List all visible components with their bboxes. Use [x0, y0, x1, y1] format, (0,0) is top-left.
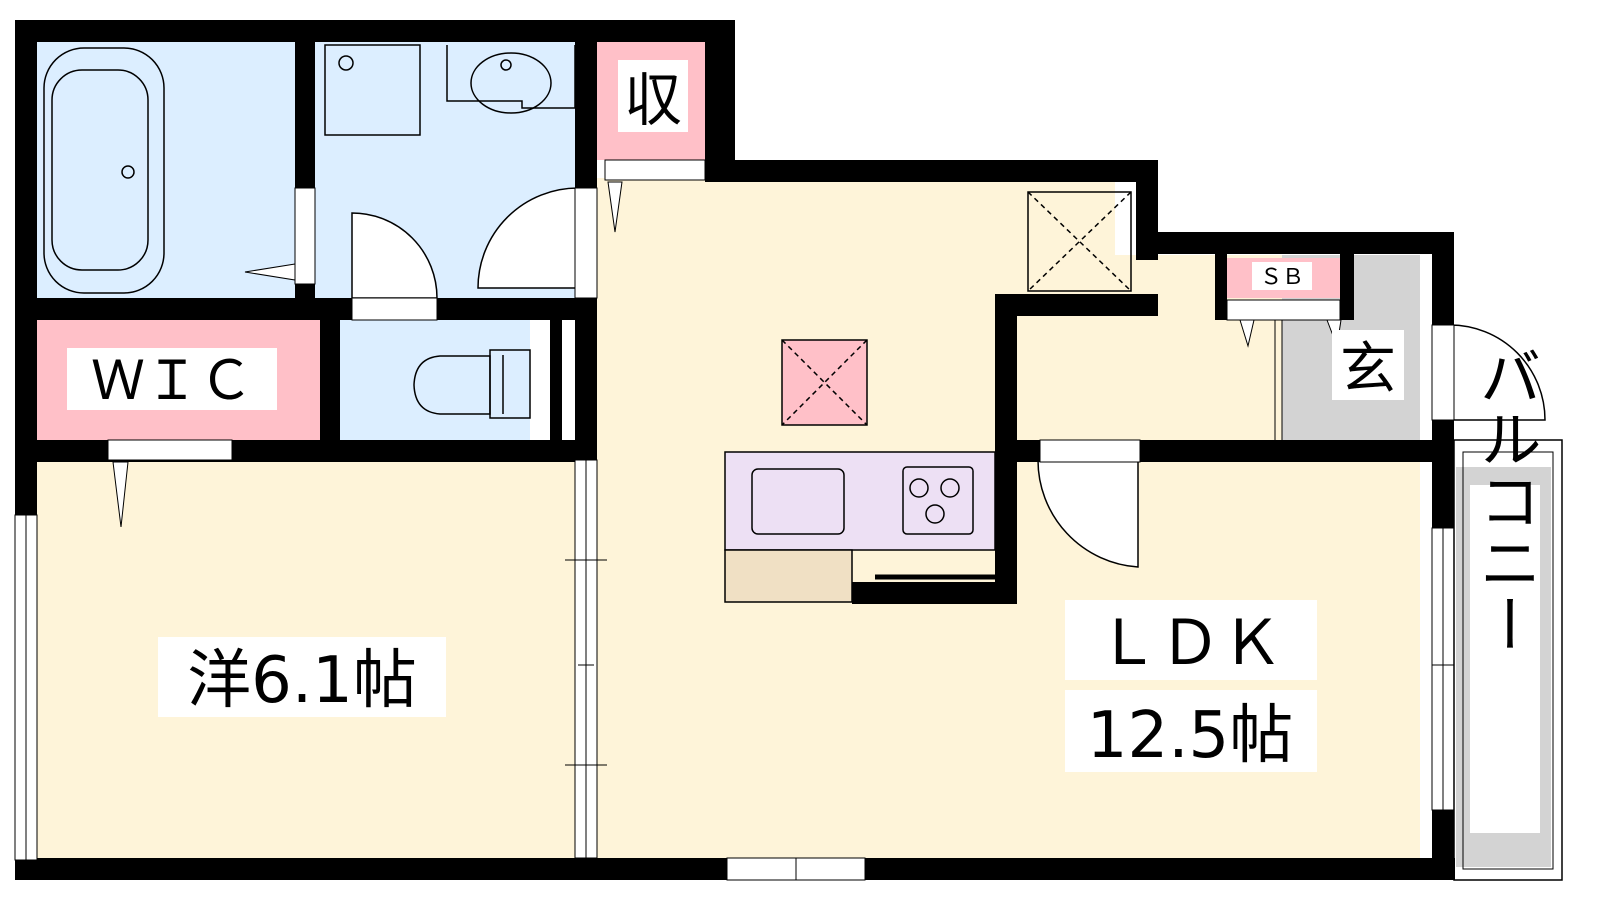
toilet-door-opening: [351, 297, 438, 321]
washroom-door-opening: [574, 187, 598, 299]
wall-sb-left: [1215, 250, 1227, 320]
wall-ldk-top: [705, 160, 1158, 182]
wall-counter-bottom: [852, 582, 1017, 604]
wall-hall-top: [1136, 232, 1454, 254]
wall-toilet-right: [550, 320, 562, 442]
balcony-label: バルコニー: [1469, 345, 1542, 655]
wall-hall-left: [995, 294, 1017, 604]
washer-drain-icon: [338, 55, 354, 71]
toilet-floor: [340, 320, 530, 440]
wic-door-opening: [107, 439, 233, 461]
utility-box: [1027, 191, 1132, 292]
wall-top-left: [15, 20, 735, 42]
kitchen-sink: [751, 468, 845, 535]
ldk-label-bg: [1065, 600, 1317, 680]
toilet-bowl: [413, 355, 491, 415]
balcony-label-bg: [1470, 485, 1540, 833]
wic-label: ＷＩＣ: [91, 349, 253, 412]
opening-details: [25, 181, 1454, 880]
basin-bowl: [470, 52, 552, 114]
western-room-label: 洋6.1帖: [187, 644, 417, 718]
sb-bottom-opening: [1226, 299, 1341, 321]
shoe-box-label: ＳＢ: [1260, 265, 1304, 290]
western-room-label-bg: [158, 637, 446, 717]
washer-pan: [324, 44, 421, 136]
bathtub-outer: [43, 47, 165, 294]
entrance-door-opening: [1431, 324, 1455, 421]
wall-room-top: [15, 440, 597, 462]
washroom-inner-door: [351, 212, 438, 299]
bath-door-opening: [294, 187, 316, 285]
washroom-door: [477, 187, 579, 289]
burner-icon: [940, 478, 960, 498]
toilet-tank: [489, 349, 531, 419]
wall-utility-bottom: [995, 294, 1158, 316]
balcony-frame: [1453, 439, 1563, 881]
ldk-label: ＬＤＫ: [1097, 606, 1283, 679]
wall-mid-horiz: [15, 298, 597, 320]
entrance-label-bg: [1332, 330, 1404, 400]
stove: [902, 466, 974, 535]
burner-icon: [925, 504, 945, 524]
bathroom-floor: [35, 40, 295, 298]
hall-door-opening: [1039, 439, 1141, 463]
counter-extension: [724, 549, 853, 603]
storage-label: 収: [624, 66, 682, 134]
door-stop-icon: [1239, 319, 1255, 348]
entrance-door: [1449, 324, 1546, 421]
balcony-inner-frame: [1462, 451, 1554, 870]
ldk-size-bg: [1065, 690, 1317, 772]
fridge-cross: [781, 339, 868, 426]
utility-cross: [1027, 191, 1132, 292]
ldk-size-label: 12.5帖: [1087, 699, 1294, 773]
faucet-icon: [500, 59, 512, 71]
hallway-door: [1037, 459, 1139, 568]
shoe-box-label-bg: [1252, 262, 1312, 290]
wall-wic-right: [320, 298, 340, 460]
storage-label-bg: [618, 60, 688, 132]
bathtub-drain-icon: [121, 165, 135, 179]
labels: 収 ＷＩＣ 洋6.1帖 ＬＤＫ 12.5帖 ＳＢ 玄 バルコニー: [67, 60, 1542, 833]
entrance-label: 玄: [1340, 337, 1396, 402]
utility-cross: [1027, 191, 1132, 292]
wall-sb-right: [1340, 250, 1354, 320]
bathtub-inner: [51, 69, 149, 271]
door-stop-icon: [607, 181, 623, 233]
wic-label-bg: [67, 348, 277, 410]
closet-door-opening: [604, 159, 706, 181]
wall-closet-right: [705, 20, 735, 180]
fridge-cross: [781, 339, 868, 426]
door-stop-icon: [244, 263, 296, 281]
doors: [351, 187, 1546, 568]
door-stop-icon: [112, 461, 129, 528]
burner-icon: [909, 478, 929, 498]
